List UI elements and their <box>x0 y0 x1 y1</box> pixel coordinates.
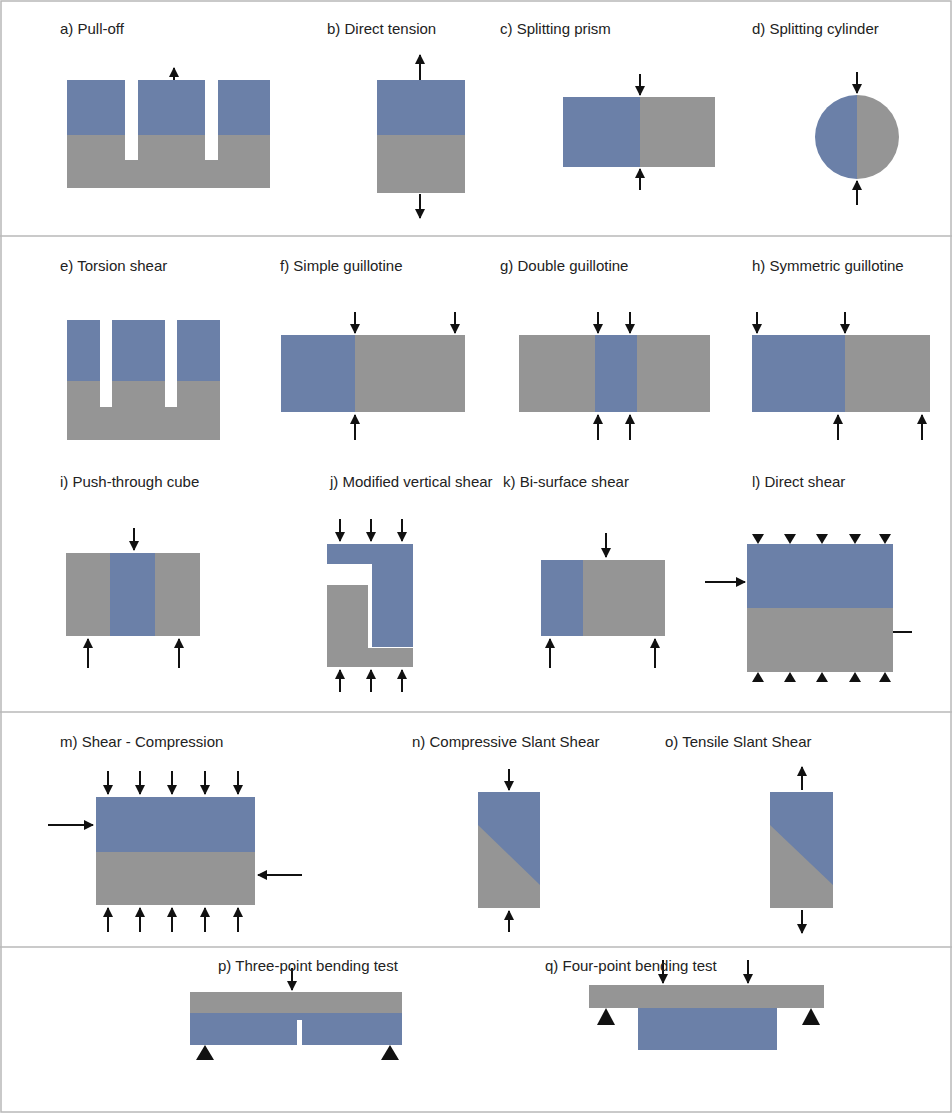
test-caption: d) Splitting cylinder <box>752 17 879 40</box>
test-caption: f) Simple guillotine <box>280 254 403 277</box>
bi-surface-shear-specimen <box>541 560 665 636</box>
test-caption: n) Compressive Slant Shear <box>412 730 600 753</box>
splitting-prism-specimen <box>563 97 715 167</box>
compressive-slant-specimen <box>478 792 540 908</box>
tensile-slant-specimen <box>770 792 833 908</box>
direct-tension-specimen <box>377 80 465 193</box>
pull-off-specimen <box>67 80 270 188</box>
four-point-bending-specimen <box>589 985 824 1050</box>
test-caption: a) Pull-off <box>60 17 124 40</box>
test-caption: k) Bi-surface shear <box>503 470 629 493</box>
double-guillotine-specimen <box>519 335 710 412</box>
push-through-specimen <box>66 553 200 636</box>
test-caption: c) Splitting prism <box>500 17 611 40</box>
direct-shear-specimen <box>747 534 893 682</box>
simple-guillotine-specimen <box>281 335 465 412</box>
test-caption: o) Tensile Slant Shear <box>665 730 811 753</box>
three-point-bending-specimen <box>190 992 402 1060</box>
test-caption: b) Direct tension <box>327 17 436 40</box>
test-caption: e) Torsion shear <box>60 254 167 277</box>
test-caption: l) Direct shear <box>752 470 845 493</box>
test-caption: p) Three-point bending test <box>218 954 398 977</box>
test-caption: i) Push-through cube <box>60 470 199 493</box>
symmetric-guillotine-specimen <box>752 335 930 412</box>
test-caption: j) Modified vertical shear <box>330 470 495 493</box>
test-caption: g) Double guillotine <box>500 254 628 277</box>
test-caption: h) Symmetric guillotine <box>752 254 904 277</box>
splitting-cylinder-specimen <box>815 95 899 179</box>
test-caption: m) Shear - Compression <box>60 730 223 753</box>
test-caption: q) Four-point bending test <box>545 954 717 977</box>
torsion-shear-specimen <box>67 320 220 440</box>
load-arrows <box>48 55 922 990</box>
shear-compression-specimen <box>96 797 255 905</box>
modified-vertical-shear-specimen <box>327 544 413 667</box>
